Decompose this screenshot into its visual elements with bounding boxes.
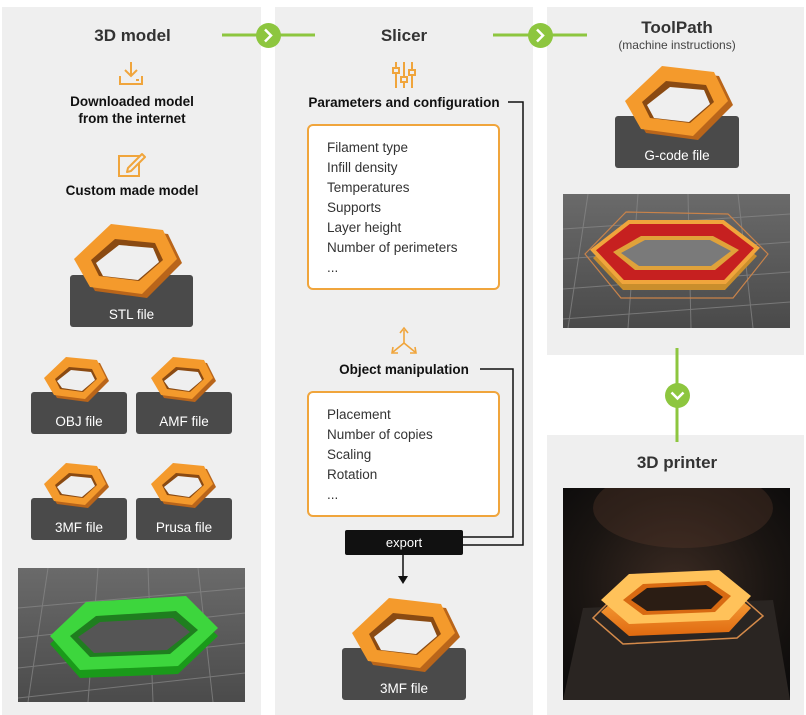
- chevron-right-icon: [256, 23, 281, 48]
- toolpath-column-subtitle: (machine instructions): [618, 38, 736, 52]
- hexagon-model-icon: [625, 66, 733, 140]
- stl-file-label: STL file: [108, 307, 155, 322]
- parameters-list-box: Filament type Infill density Temperature…: [307, 124, 500, 290]
- parameter-item: ...: [327, 260, 339, 275]
- model-column-title: 3D model: [94, 26, 171, 45]
- parameter-item: Temperatures: [327, 180, 410, 195]
- manipulation-item: Placement: [327, 407, 391, 422]
- manipulation-item: Number of copies: [327, 427, 433, 442]
- hexagon-model-icon: [44, 463, 109, 508]
- axes-move-icon: [391, 326, 417, 354]
- printer-column-title: 3D printer: [636, 453, 718, 472]
- chevron-down-icon: [665, 383, 690, 408]
- gcode-file-label: G-code file: [644, 148, 710, 163]
- amf-file-label: AMF file: [159, 414, 209, 429]
- obj-file-label: OBJ file: [55, 414, 103, 429]
- manipulation-list-box: Placement Number of copies Scaling Rotat…: [307, 391, 500, 517]
- manipulation-heading: Object manipulation: [339, 362, 469, 377]
- hexagon-model-icon: [74, 224, 182, 298]
- slicer-column-title: Slicer: [380, 26, 428, 45]
- downloaded-model-label: Downloaded model from the internet: [40, 93, 224, 127]
- download-icon: [119, 62, 143, 85]
- manipulation-item: Scaling: [327, 447, 372, 462]
- toolpath-preview-scene: [563, 194, 790, 328]
- manipulation-item: Rotation: [327, 467, 378, 482]
- hexagon-model-icon: [151, 357, 216, 402]
- parameter-item: Supports: [327, 200, 382, 215]
- chevron-right-icon: [528, 23, 553, 48]
- threemf-file-label: 3MF file: [54, 520, 103, 535]
- hexagon-model-icon: [352, 598, 460, 672]
- edit-icon: [118, 153, 146, 177]
- export-button[interactable]: export: [345, 530, 463, 555]
- parameter-item: Infill density: [327, 160, 398, 175]
- parameter-item: Layer height: [327, 220, 402, 235]
- parameter-item: Filament type: [327, 140, 409, 155]
- printer-photo: [563, 488, 790, 700]
- downloaded-model-label-line1: Downloaded model: [70, 94, 194, 109]
- hexagon-model-icon: [151, 463, 216, 508]
- parameter-item: Number of perimeters: [327, 240, 458, 255]
- hexagon-model-icon: [44, 357, 109, 402]
- downloaded-model-label-line2: from the internet: [78, 111, 186, 126]
- toolpath-column-title: ToolPath: [641, 18, 713, 37]
- custom-model-label: Custom made model: [65, 183, 199, 198]
- manipulation-item: ...: [327, 487, 339, 502]
- output-3mf-label: 3MF file: [379, 681, 428, 696]
- model-preview-scene: [18, 568, 245, 702]
- prusa-file-label: Prusa file: [155, 520, 213, 535]
- sliders-icon: [392, 62, 416, 88]
- parameters-heading: Parameters and configuration: [308, 95, 500, 110]
